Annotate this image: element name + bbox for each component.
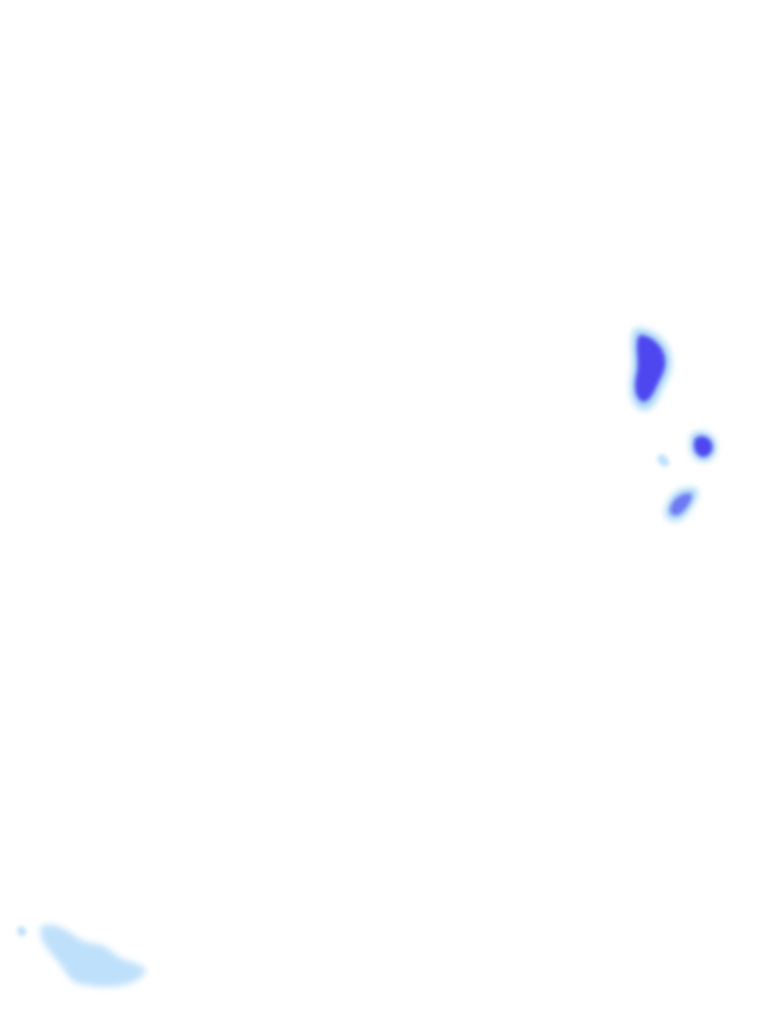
- precip-cell-4-speck: [657, 454, 670, 467]
- precip-cell-3: [664, 487, 698, 522]
- precip-cell-2: [690, 431, 717, 462]
- precip-cell-1-core: [635, 335, 666, 402]
- precip-cell-3-core: [669, 493, 692, 516]
- precip-cell-5-speck: [17, 926, 27, 937]
- precip-cell-2-core: [694, 436, 713, 457]
- precip-cell-5-band: [40, 924, 146, 987]
- precip-cell-5: [17, 924, 146, 987]
- precip-cell-4: [657, 454, 670, 467]
- precip-cell-1: [630, 328, 672, 411]
